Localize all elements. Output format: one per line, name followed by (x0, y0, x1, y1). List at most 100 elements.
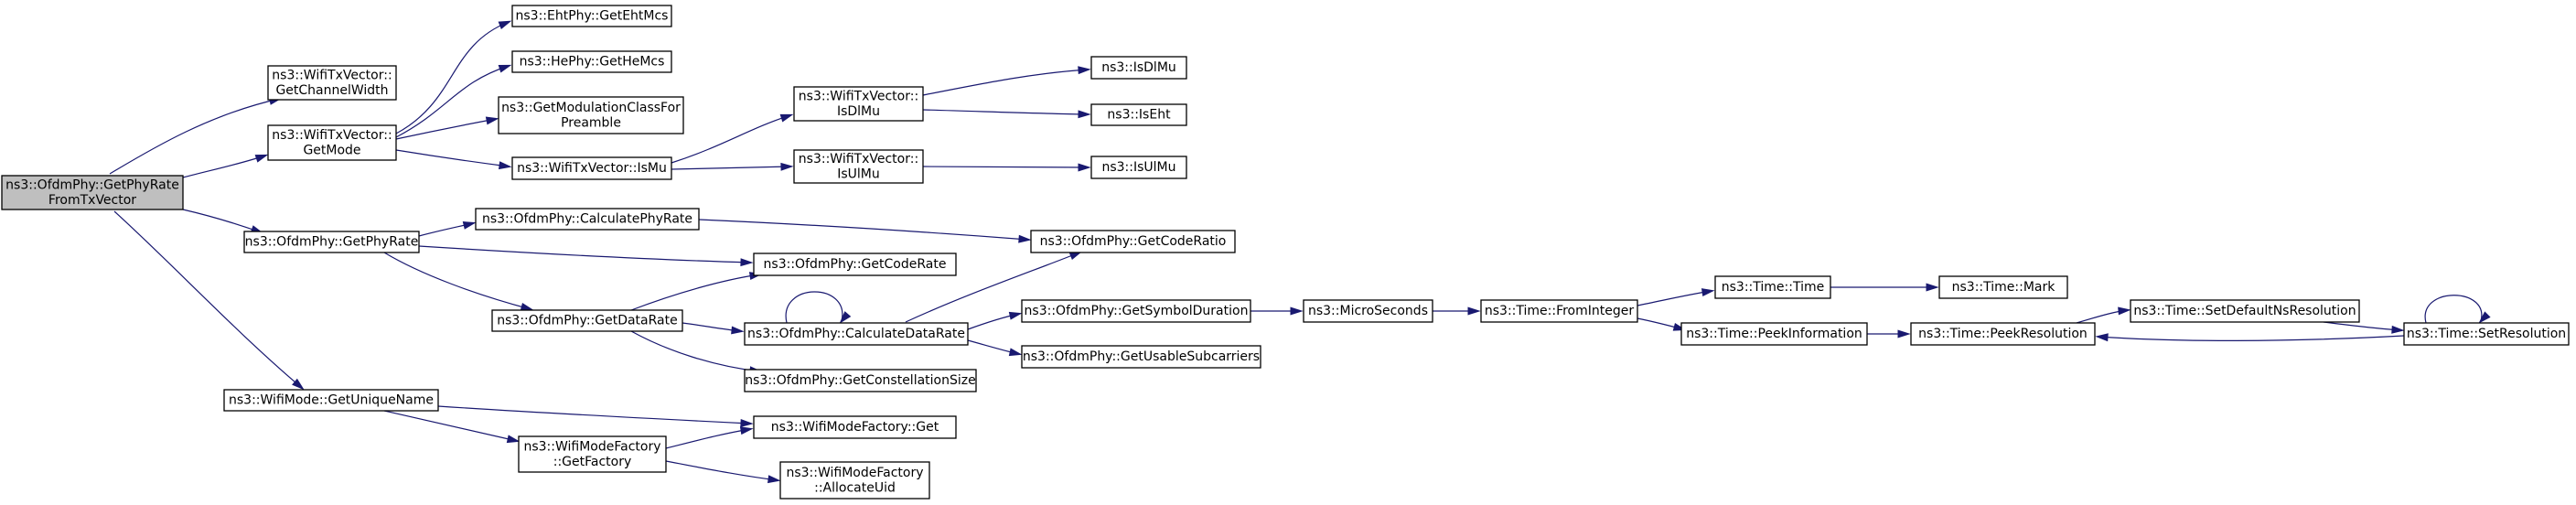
node-box (753, 415, 957, 439)
edge-root-to-getUniqueName (113, 210, 305, 391)
node-label: ns3::WifiTxVector:: (799, 152, 918, 167)
arrowhead-icon (739, 426, 754, 435)
edge-getPhyRate-to-getCodeRate (418, 245, 754, 267)
node-label: ns3::IsDlMu (1101, 60, 1176, 75)
edge-line (437, 405, 751, 424)
node-label: IsUlMu (837, 167, 880, 181)
node-getConstSize[interactable]: ns3::OfdmPhy::GetConstellationSize (744, 369, 977, 392)
node-label: ns3::OfdmPhy::GetCodeRatio (1040, 234, 1227, 249)
node-box (1090, 56, 1187, 80)
node-getCodeRatio[interactable]: ns3::OfdmPhy::GetCodeRatio (1030, 230, 1236, 253)
arrowhead-icon (2478, 311, 2491, 324)
node-box (518, 435, 667, 473)
node-box (2130, 299, 2360, 323)
node-isEht[interactable]: ns3::IsEht (1090, 103, 1187, 126)
edge-peekRes-to-setDefaultNs (2076, 306, 2131, 324)
node-label: ns3::OfdmPhy::CalculateDataRate (747, 327, 965, 341)
edge-calcPhyRate-to-getCodeRatio (698, 219, 1032, 243)
node-label: ns3::Time::SetDefaultNsResolution (2133, 304, 2356, 318)
edge-line (383, 252, 531, 310)
node-label: ns3::WifiTxVector:: (799, 89, 918, 103)
edge-getMode-to-ehtGetMcs (395, 20, 512, 134)
node-label: ns3::IsUlMu (1101, 160, 1175, 175)
node-box (1680, 322, 1868, 346)
node-box (1090, 103, 1187, 126)
node-label: ns3::EhtPhy::GetEhtMcs (516, 9, 669, 24)
node-label: ns3::OfdmPhy::GetSymbolDuration (1025, 304, 1249, 318)
node-allocUid[interactable]: ns3::WifiModeFactory::AllocateUid (779, 461, 930, 500)
node-ehtGetMcs[interactable]: ns3::EhtPhy::GetEhtMcs (511, 5, 672, 27)
node-factoryGet[interactable]: ns3::WifiModeFactory::Get (753, 415, 957, 439)
arrowhead-icon (780, 162, 794, 171)
node-timeMark[interactable]: ns3::Time::Mark (1938, 275, 2068, 299)
node-timeTime[interactable]: ns3::Time::Time (1714, 275, 1831, 299)
node-label: ::GetFactory (553, 455, 632, 469)
edge-line (395, 149, 510, 167)
edge-getDataRate-to-getConstSize (630, 330, 763, 375)
edge-line (113, 210, 303, 389)
node-getPhyRate[interactable]: ns3::OfdmPhy::GetPhyRate (243, 231, 420, 253)
edge-line (785, 291, 843, 324)
node-box (243, 231, 420, 253)
node-vecIsDlMu[interactable]: ns3::WifiTxVector::IsDlMu (793, 86, 924, 122)
node-isDlMu[interactable]: ns3::IsDlMu (1090, 56, 1187, 80)
node-getCodeRate[interactable]: ns3::OfdmPhy::GetCodeRate (753, 252, 957, 276)
arrowhead-icon (2095, 333, 2109, 342)
node-box (223, 389, 439, 412)
arrowhead-icon (839, 311, 852, 324)
call-graph-nodes: ns3::OfdmPhy::GetPhyRateFromTxVectorns3:… (1, 5, 2570, 500)
node-box (1090, 156, 1187, 179)
edge-line (698, 219, 1029, 241)
node-label: GetChannelWidth (275, 83, 388, 98)
node-peekRes[interactable]: ns3::Time::PeekResolution (1910, 322, 2096, 346)
edge-line (383, 410, 518, 442)
arrowhead-icon (292, 378, 305, 391)
node-getUsable[interactable]: ns3::OfdmPhy::GetUsableSubcarriers (1021, 345, 1261, 369)
node-box (793, 86, 924, 122)
edge-fromInteger-to-timeTime (1637, 288, 1715, 306)
node-setRes[interactable]: ns3::Time::SetResolution (2403, 322, 2570, 346)
arrowhead-icon (1290, 306, 1304, 316)
arrowhead-icon (462, 221, 477, 230)
node-getFactory[interactable]: ns3::WifiModeFactory::GetFactory (518, 435, 667, 473)
edge-line (630, 274, 760, 311)
node-box (1910, 322, 2096, 346)
node-fromInteger[interactable]: ns3::Time::FromInteger (1480, 299, 1638, 323)
node-isMu[interactable]: ns3::WifiTxVector::IsMu (511, 156, 672, 180)
node-getChannelWidth[interactable]: ns3::WifiTxVector::GetChannelWidth (267, 65, 397, 101)
edge-getMode-to-getModClass (395, 116, 499, 140)
edge-line (182, 209, 262, 233)
node-label: ns3::Time::Time (1722, 280, 1824, 295)
node-vecIsUlMu[interactable]: ns3::WifiTxVector::IsUlMu (793, 149, 924, 184)
edge-line (2424, 295, 2483, 324)
node-getDataRate[interactable]: ns3::OfdmPhy::GetDataRate (491, 309, 683, 332)
node-getUniqueName[interactable]: ns3::WifiMode::GetUniqueName (223, 389, 439, 412)
node-label: ns3::Time::FromInteger (1485, 304, 1634, 318)
arrowhead-icon (1467, 306, 1481, 316)
node-peekInfo[interactable]: ns3::Time::PeekInformation (1680, 322, 1868, 346)
edge-line (182, 155, 266, 178)
node-label: ns3::OfdmPhy::GetUsableSubcarriers (1023, 349, 1260, 364)
edge-line (1637, 290, 1712, 306)
node-heGetMcs[interactable]: ns3::HePhy::GetHeMcs (511, 50, 672, 73)
edge-getUniqueName-to-factoryGet (437, 405, 754, 427)
node-getSymDur[interactable]: ns3::OfdmPhy::GetSymbolDuration (1021, 299, 1251, 323)
node-label: FromTxVector (48, 193, 136, 208)
node-box (1303, 299, 1433, 323)
arrowhead-icon (1926, 283, 1939, 292)
node-label: ns3::WifiModeFactory::Get (771, 420, 939, 435)
node-box (498, 96, 684, 134)
arrowhead-icon (1008, 311, 1023, 320)
node-label: ns3::OfdmPhy::GetConstellationSize (745, 373, 975, 388)
node-setDefaultNs[interactable]: ns3::Time::SetDefaultNsResolution (2130, 299, 2360, 323)
node-calcDataRate[interactable]: ns3::OfdmPhy::CalculateDataRate (744, 322, 969, 346)
node-isUlMu[interactable]: ns3::IsUlMu (1090, 156, 1187, 179)
node-microSeconds[interactable]: ns3::MicroSeconds (1303, 299, 1433, 323)
arrowhead-icon (499, 161, 512, 170)
arrowhead-icon (498, 20, 512, 30)
node-calcPhyRate[interactable]: ns3::OfdmPhy::CalculatePhyRate (475, 208, 700, 231)
edge-line (665, 460, 778, 481)
node-getMode[interactable]: ns3::WifiTxVector::GetMode (267, 124, 397, 161)
